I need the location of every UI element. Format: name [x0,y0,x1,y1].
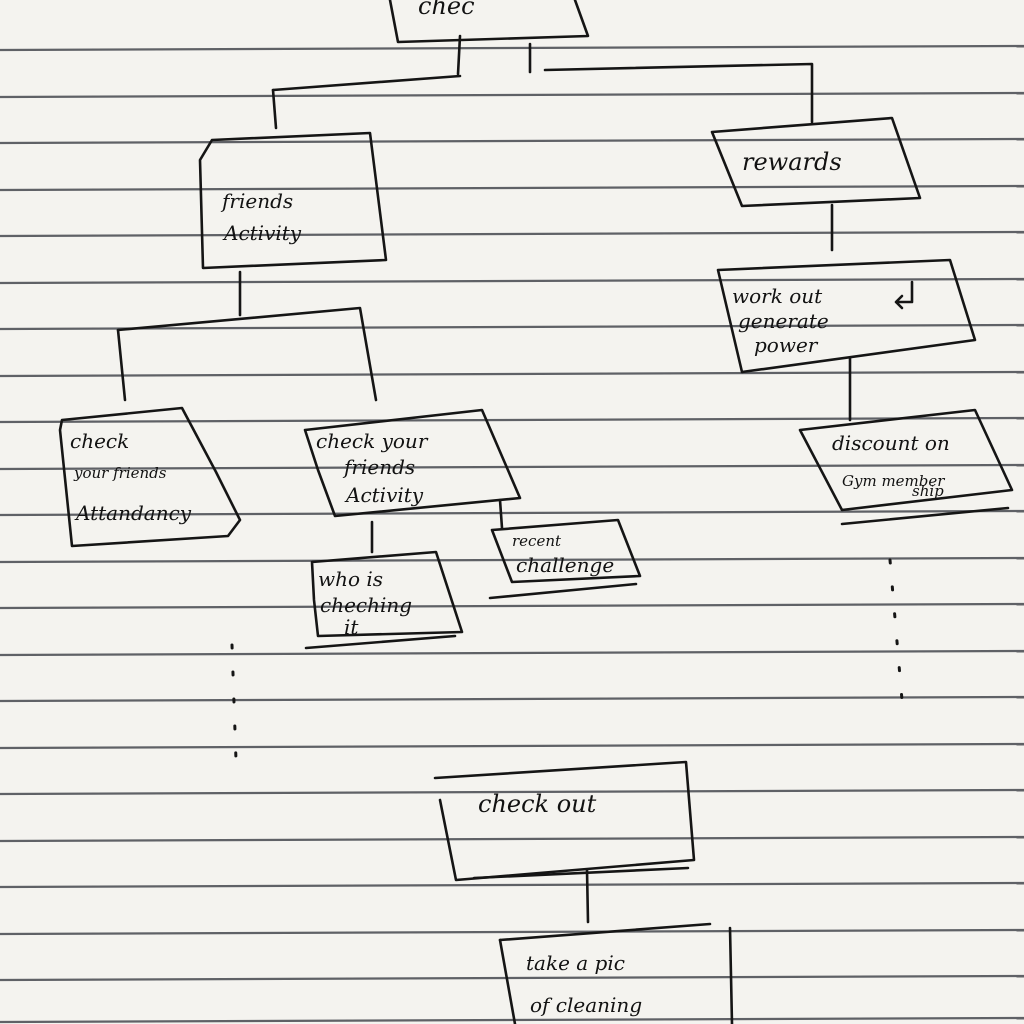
node-check-activity: check your friends Activity [303,408,522,518]
node-workout-line-1: work out [732,284,823,308]
connectors [116,34,904,924]
node-check-activity-line-3: Activity [344,483,424,507]
node-who-is-line-1: who is [318,567,383,591]
node-discount: discount on Gym member ship [798,408,1014,526]
node-rewards: rewards [710,116,922,208]
node-recent: recent challenge [488,518,642,600]
node-discount-line-3: ship [912,482,944,500]
node-who-is-line-3: it [344,615,359,639]
node-friends-activity-line-2: Activity [222,221,302,245]
node-check-activity-line-1: check your [316,429,429,453]
node-friends-activity: friends Activity [198,131,388,270]
node-top-label: chec [418,0,475,20]
node-attendance-line-3: Attandancy [74,501,192,525]
ruled-lines [0,44,1024,1024]
node-rewards-label: rewards [742,148,842,176]
node-take-pic-line-2: of cleaning [530,993,642,1017]
node-workout-line-3: power [754,333,819,357]
node-who-is: who is cheching it [304,550,464,650]
node-attendance: check your friends Attandancy [58,406,242,548]
node-checkout: check out [433,760,696,882]
return-arrow-icon [894,280,914,310]
node-take-pic: take a pic of cleaning [498,922,734,1024]
node-attendance-line-1: check [70,429,129,453]
node-workout: work out generate power [716,258,977,374]
node-top: chec [388,0,590,44]
node-discount-line-2: Gym member [842,472,945,490]
node-friends-activity-line-1: friends [220,189,293,213]
node-take-pic-line-1: take a pic [526,951,625,975]
node-attendance-line-2: your friends [73,464,167,482]
node-workout-line-2: generate [738,309,829,333]
node-recent-line-2: challenge [516,553,614,577]
node-discount-line-1: discount on [832,431,950,455]
node-checkout-label: check out [478,790,597,818]
node-recent-line-1: recent [512,532,562,550]
node-who-is-line-2: cheching [320,593,412,617]
node-check-activity-line-2: friends [342,455,415,479]
